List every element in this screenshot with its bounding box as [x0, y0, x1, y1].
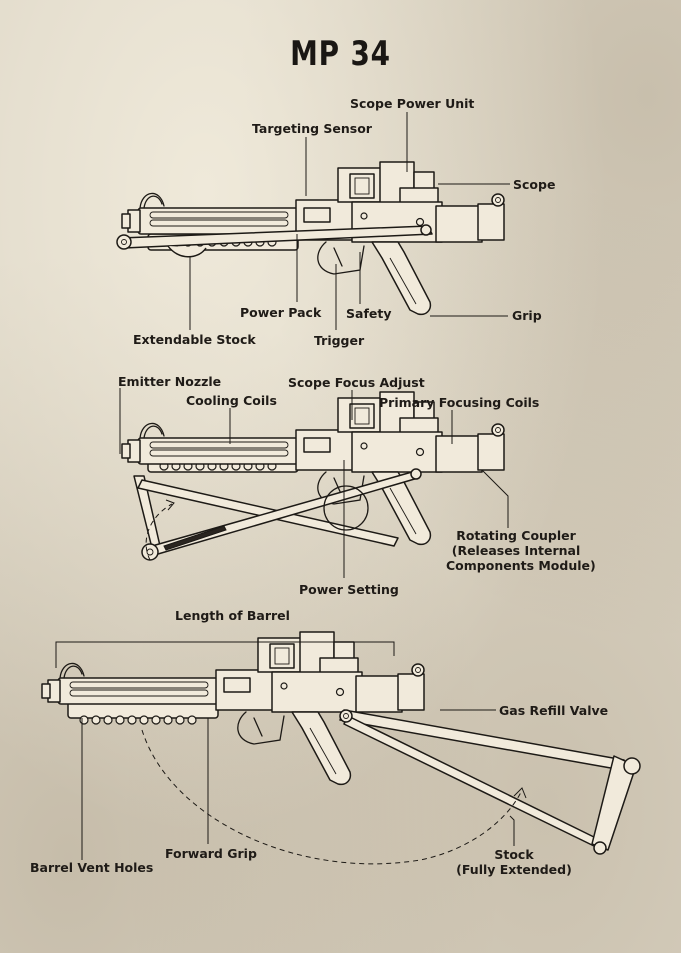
label-safety: Safety [346, 306, 392, 321]
label-scope: Scope [513, 177, 556, 192]
poster-title: MP 34 [290, 34, 391, 74]
label-grip: Grip [512, 308, 542, 323]
label-primary-focusing-coils: Primary Focusing Coils [379, 395, 540, 410]
label-rotating-coupler-line1: Rotating Coupler [456, 528, 576, 543]
label-stock-line2: (Fully Extended) [456, 862, 572, 877]
label-rotating-coupler-line2: (Releases Internal [451, 543, 581, 558]
label-targeting-sensor: Targeting Sensor [252, 121, 372, 136]
label-power-pack: Power Pack [240, 305, 322, 320]
label-scope-focus-adjust: Scope Focus Adjust [288, 375, 425, 390]
label-trigger: Trigger [314, 333, 365, 348]
label-length-of-barrel: Length of Barrel [175, 608, 290, 623]
swing-arrow [145, 503, 173, 561]
label-scope-power-unit: Scope Power Unit [350, 96, 475, 111]
label-barrel-vent-holes: Barrel Vent Holes [30, 860, 154, 875]
label-stock-line1: Stock [494, 847, 534, 862]
label-emitter-nozzle: Emitter Nozzle [118, 374, 222, 389]
label-extendable-stock: Extendable Stock [133, 332, 256, 347]
label-power-setting: Power Setting [299, 582, 399, 597]
label-rotating-coupler: Rotating Coupler (Releases Internal Comp… [446, 528, 596, 573]
label-rotating-coupler-line3: Components Module) [446, 558, 596, 573]
label-forward-grip: Forward Grip [165, 846, 257, 861]
label-stock: Stock (Fully Extended) [456, 847, 572, 877]
label-cooling-coils: Cooling Coils [186, 393, 277, 408]
blaster-view-extended [41, 631, 641, 855]
stock-arc [141, 729, 523, 865]
blaster-view-folded [116, 161, 505, 316]
blaster-view-unfolding [121, 391, 505, 561]
label-gas-refill-valve: Gas Refill Valve [499, 703, 609, 718]
